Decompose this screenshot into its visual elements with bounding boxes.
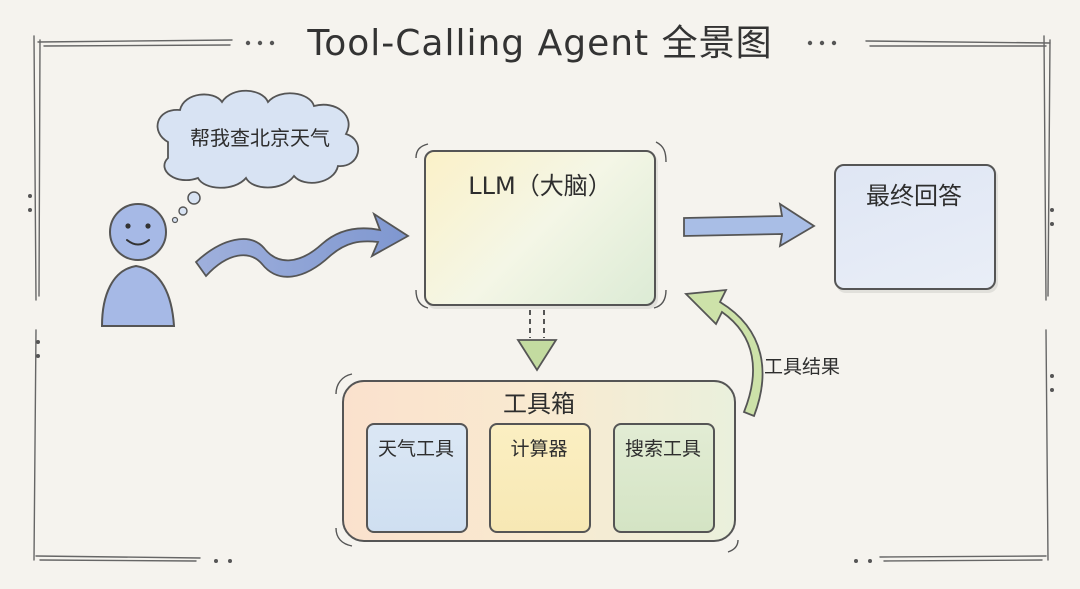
thought-dot <box>178 206 188 216</box>
arrow-user-to-llm <box>194 211 410 278</box>
tool-label-search: 搜索工具 <box>624 438 701 460</box>
tool-card-calculator <box>489 423 591 533</box>
diagram-title: Tool-Calling Agent 全景图 <box>307 23 773 64</box>
tool-label-calculator: 计算器 <box>510 438 568 460</box>
llm-label: LLM（大脑） <box>468 172 612 200</box>
thought-dot <box>171 216 179 224</box>
user-thought-text: 帮我查北京天气 <box>190 126 330 150</box>
final-answer-box <box>834 164 996 290</box>
thought-dot <box>187 191 201 205</box>
llm-box <box>424 150 656 306</box>
user-figure <box>100 203 176 327</box>
frame-border <box>33 35 1051 562</box>
tool-label-weather: 天气工具 <box>377 438 454 460</box>
thought-cloud <box>156 89 360 189</box>
toolbox-frame-marks <box>335 373 739 553</box>
tool-result-label: 工具结果 <box>764 356 841 378</box>
frame-dots <box>28 40 1054 563</box>
final-answer-label: 最终回答 <box>866 182 962 210</box>
tool-card-search <box>613 423 715 533</box>
arrow-llm-to-toolbox <box>516 310 558 372</box>
toolbox-label: 工具箱 <box>503 390 575 418</box>
llm-frame-marks <box>415 141 667 309</box>
arrow-result-to-llm <box>684 288 764 418</box>
arrow-llm-to-final <box>683 202 816 248</box>
tool-card-weather <box>366 423 468 533</box>
